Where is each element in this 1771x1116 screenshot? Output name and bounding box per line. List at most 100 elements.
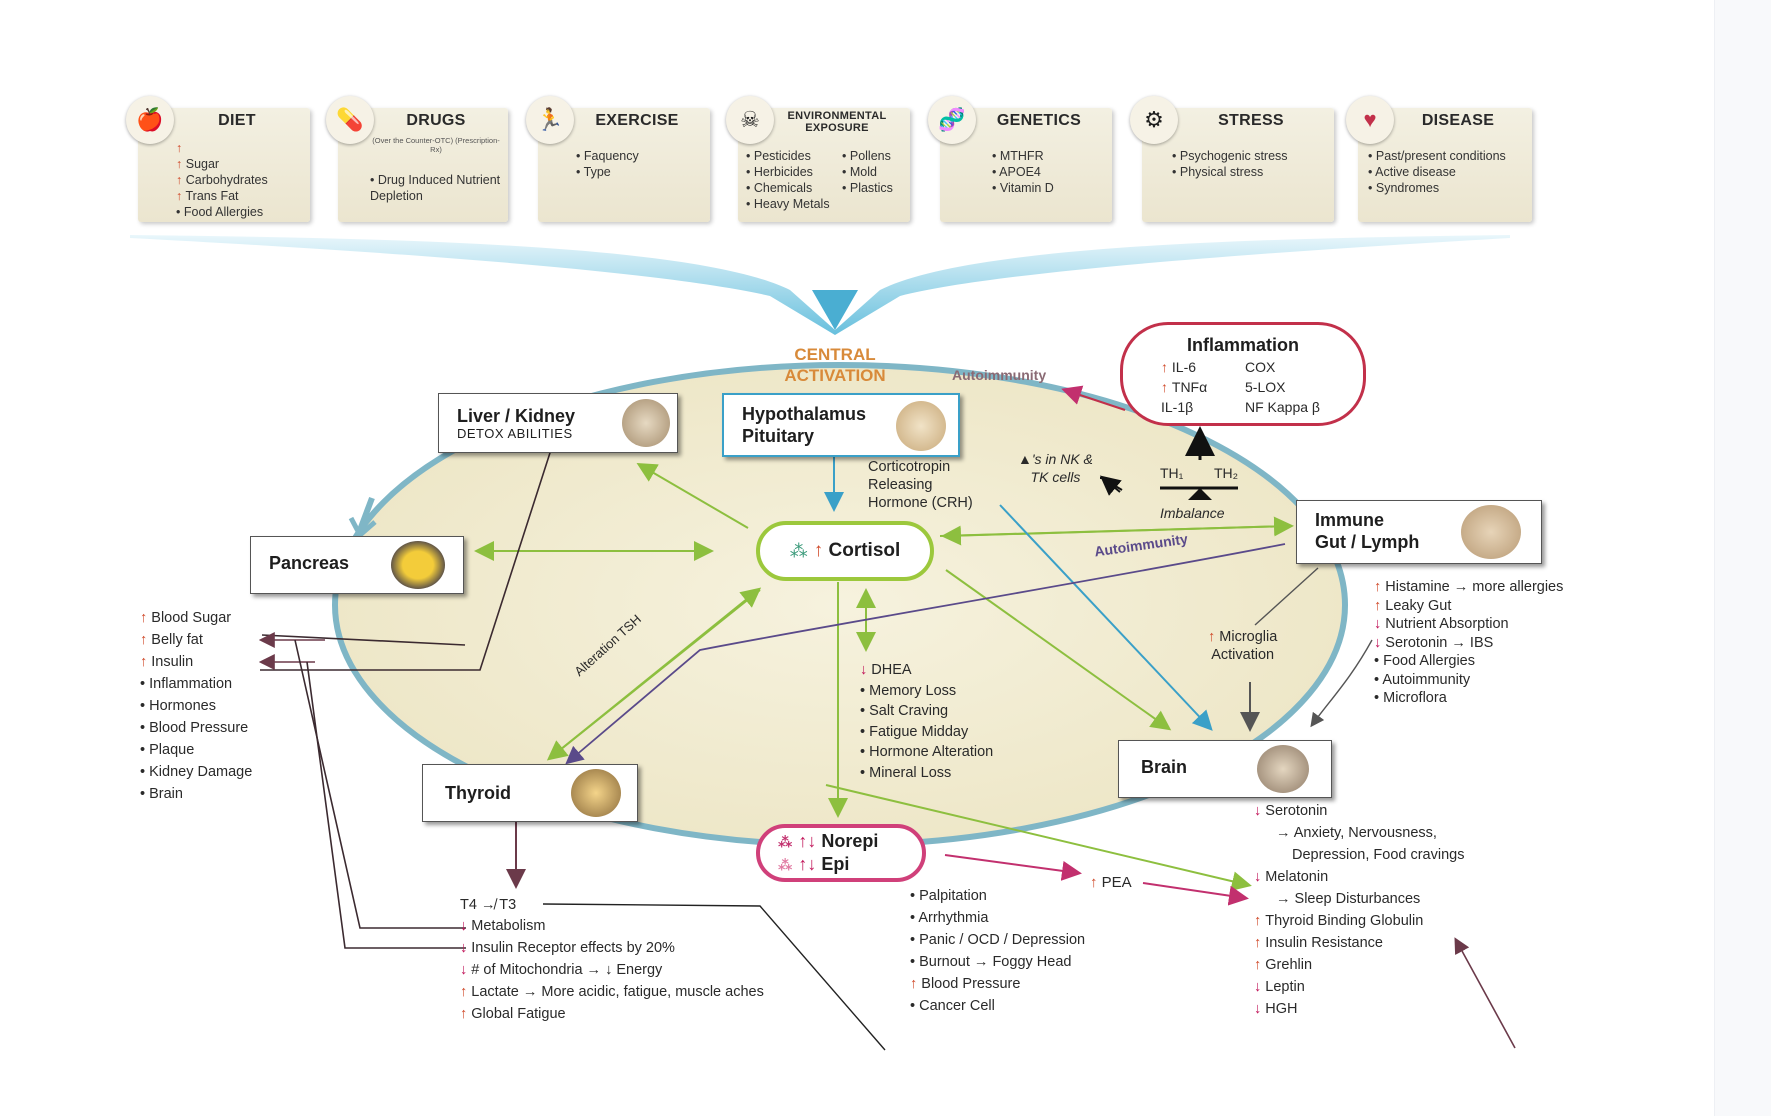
list-item: Food Allergies (1374, 652, 1563, 671)
node-title: Thyroid (445, 783, 511, 803)
card-disease: ♥ DISEASE Past/present conditions Active… (1346, 96, 1532, 222)
list-item: Melatonin (1254, 866, 1464, 888)
list-item: Kidney Damage (140, 761, 252, 783)
card-drugs: 💊 DRUGS (Over the Counter-OTC) (Prescrip… (326, 96, 508, 222)
list-item: Anxiety, Nervousness, (1254, 822, 1464, 844)
apple-icon: 🍎 (126, 96, 174, 144)
node-title: Cortisol (814, 540, 901, 562)
list-item: Carbohydrates (176, 172, 268, 188)
list-item: Insulin Receptor effects by 20% (460, 937, 764, 959)
card-title: DISEASE (1421, 112, 1495, 129)
list-item: Plaque (140, 739, 252, 761)
list-item: MTHFR (992, 148, 1054, 164)
node-title: Hypothalamus Pituitary (742, 404, 867, 446)
card-title: EXERCISE (595, 112, 679, 129)
molecule-icon: ⁂ (789, 540, 808, 561)
list-item: Burnout → Foggy Head (910, 951, 1085, 973)
list-item: Thyroid Binding Globulin (1254, 910, 1464, 932)
list-item: Sleep Disturbances (1254, 888, 1464, 910)
card-stress: ⚙ STRESS Psychogenic stress Physical str… (1130, 96, 1334, 222)
list-item: Food Allergies (176, 204, 268, 220)
list-item: DHEA (860, 660, 993, 681)
card-title: STRESS (1218, 112, 1284, 129)
list-item: Blood Pressure (140, 717, 252, 739)
norepi-effects-list: PalpitationArrhythmiaPanic / OCD / Depre… (910, 885, 1085, 1017)
central-activation-label: CENTRAL ACTIVATION (784, 345, 886, 385)
brain-icon (1257, 745, 1309, 793)
list-item: Sugar (176, 156, 268, 172)
crh-label: Corticotropin Releasing Hormone (CRH) (868, 459, 973, 511)
list-item: Plastics (842, 180, 893, 196)
card-title: DIET (218, 112, 256, 129)
card-list: Psychogenic stress Physical stress (1172, 148, 1288, 180)
list-item: Arrhythmia (910, 907, 1085, 929)
cortisol-node: ⁂ Cortisol (756, 521, 934, 581)
node-title: Liver / Kidney (457, 406, 576, 426)
inflammation-left: IL-6 TNFα IL-1β (1161, 357, 1207, 417)
list-item: Faquency (576, 148, 639, 164)
brain-effects-list: SerotoninAnxiety, Nervousness,Depression… (1254, 800, 1464, 1020)
immune-gut-lymph-node: Immune Gut / Lymph (1296, 500, 1542, 564)
card-list: Drug Induced Nutrient Depletion (370, 172, 505, 204)
list-item: Grehlin (1254, 954, 1464, 976)
list-item: Nutrient Absorption (1374, 615, 1563, 634)
scroll-track[interactable] (1714, 0, 1771, 1116)
list-item: Type (576, 164, 639, 180)
list-item: Active disease (1368, 164, 1506, 180)
list-item: Metabolism (460, 915, 764, 937)
list-item: Drug Induced Nutrient Depletion (370, 172, 505, 204)
list-item: # of Mitochondria → ↓ Energy (460, 959, 764, 981)
immune-effects-list: Histamine → more allergiesLeaky GutNutri… (1374, 578, 1563, 708)
list-item: Mineral Loss (860, 763, 993, 784)
list-item: Trans Fat (176, 188, 268, 204)
card-title: ENVIRONMENTAL EXPOSURE (787, 110, 887, 134)
list-item: Insulin (140, 651, 252, 673)
thyroid-icon (571, 769, 621, 817)
list-item: Memory Loss (860, 681, 993, 702)
list-item: Heavy Metals (746, 196, 830, 212)
list-item: Hormones (140, 695, 252, 717)
list-item: Past/present conditions (1368, 148, 1506, 164)
list-item: Belly fat (140, 629, 252, 651)
pill-icon: 💊 (326, 96, 374, 144)
list-item: Inflammation (140, 673, 252, 695)
card-genetics: 🧬 GENETICS MTHFR APOE4 Vitamin D (928, 96, 1112, 222)
node-title: Norepi (798, 831, 878, 851)
list-item: Histamine → more allergies (1374, 578, 1563, 597)
molecule-icon: ⁂ (778, 834, 793, 850)
pea-label: PEA (1090, 872, 1132, 894)
liver-kidney-icon (622, 399, 670, 447)
nk-tk-label: ▲'s in NK & TK cells (1018, 451, 1093, 485)
autoimmunity-label: Autoimmunity (952, 367, 1047, 383)
thyroid-effects-list: MetabolismInsulin Receptor effects by 20… (460, 915, 764, 1025)
list-item: Chemicals (746, 180, 830, 196)
card-subtitle: (Over the Counter-OTC) (Prescription-Rx) (372, 136, 500, 154)
list-item: HGH (1254, 998, 1464, 1020)
norepi-epi-node: ⁂Norepi ⁂Epi (756, 824, 926, 882)
brain-node: Brain (1118, 740, 1332, 798)
card-list: Faquency Type (576, 148, 639, 180)
list-item: Vitamin D (992, 180, 1054, 196)
thyroid-node: Thyroid (422, 764, 638, 822)
list-item: Syndromes (1368, 180, 1506, 196)
brain-section-icon (896, 401, 946, 451)
list-item: Cancer Cell (910, 995, 1085, 1017)
inflammation-node: Inflammation IL-6 TNFα IL-1β COX 5-LOX N… (1120, 322, 1366, 426)
card-list: MTHFR APOE4 Vitamin D (992, 148, 1054, 196)
list-item: Palpitation (910, 885, 1085, 907)
list-item: Leptin (1254, 976, 1464, 998)
list-item: Blood Sugar (140, 607, 252, 629)
list-item: Serotonin (1254, 800, 1464, 822)
pancreas-effects-list: Blood SugarBelly fatInsulinInflammationH… (140, 607, 252, 805)
list-item: Leaky Gut (1374, 597, 1563, 616)
th1-label: TH₁ (1160, 465, 1184, 481)
card-title: DRUGS (406, 112, 466, 129)
list-item: Microflora (1374, 689, 1563, 708)
card-list-right: Pollens Mold Plastics (842, 148, 893, 196)
list-item: Lactate → More acidic, fatigue, muscle a… (460, 981, 764, 1003)
cortisol-effects-list: DHEAMemory LossSalt CravingFatigue Midda… (860, 660, 993, 783)
skull-crossbones-icon: ☠ (726, 96, 774, 144)
stress-icon: ⚙ (1130, 96, 1178, 144)
intestine-icon (1461, 505, 1521, 559)
t4-t3-label: T4 ↛ T3 (460, 897, 517, 913)
